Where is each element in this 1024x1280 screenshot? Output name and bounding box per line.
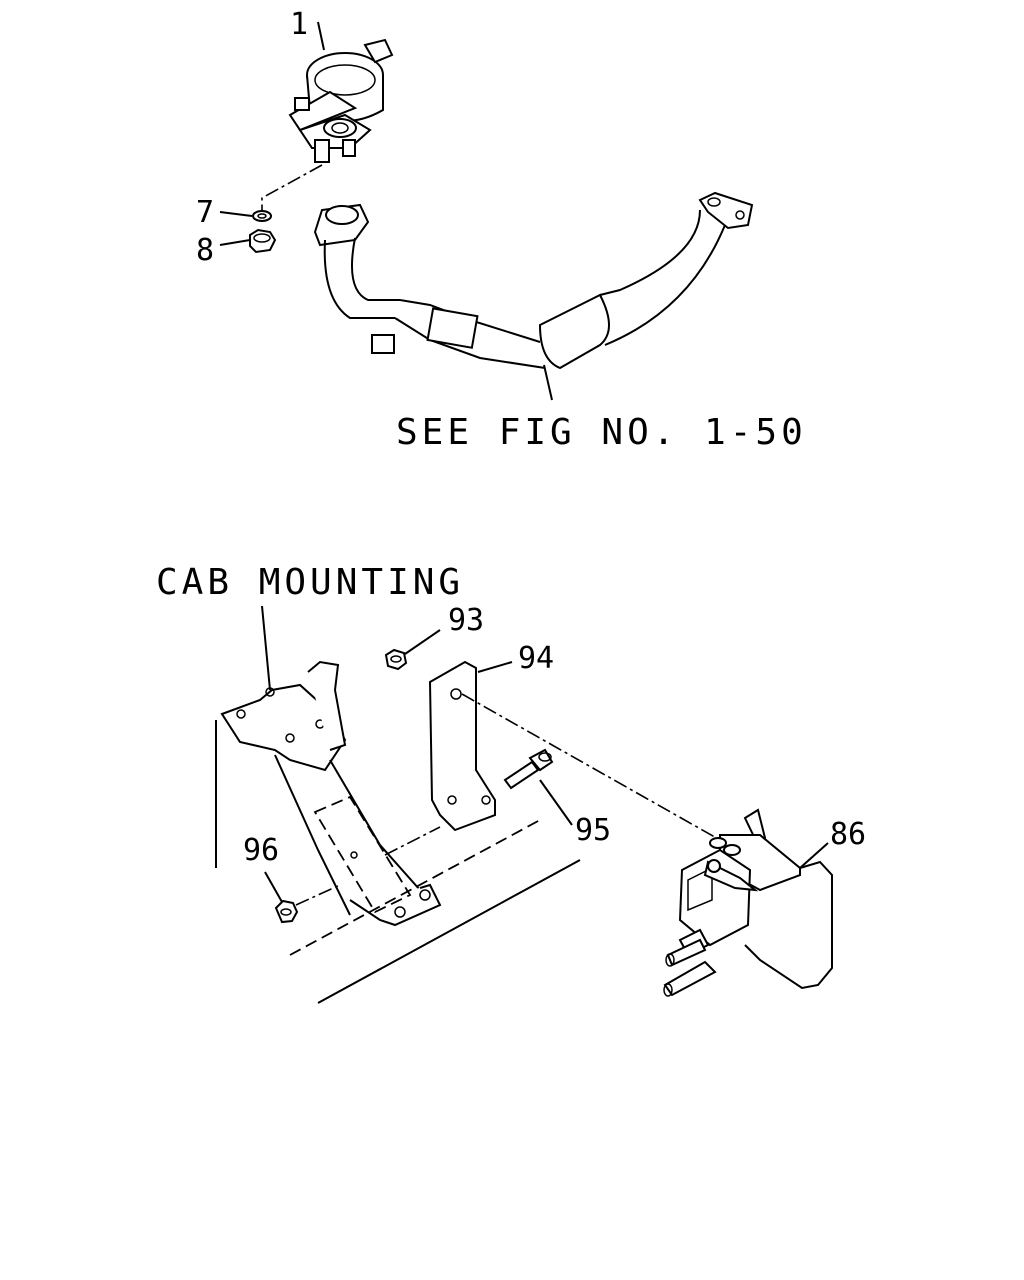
axis-96: [295, 884, 341, 906]
part-93-nut: [384, 648, 408, 671]
see-fig-note: SEE FIG NO. 1-50: [396, 412, 807, 453]
leader-cab-mounting: [261, 605, 271, 691]
leader-93: [404, 629, 441, 655]
part-8-nut: [249, 228, 277, 254]
leader-7: [219, 211, 253, 217]
callout-94: 94: [518, 641, 554, 676]
callout-86: 86: [830, 817, 866, 852]
leader-1: [317, 21, 325, 51]
callout-8: 8: [196, 233, 214, 268]
part-7-washer: [252, 210, 272, 222]
part-96-nut: [274, 899, 299, 924]
cab-mounting-bracket: [220, 660, 442, 927]
callout-96: 96: [243, 833, 279, 868]
part-94-bracket: [428, 660, 496, 832]
callout-95: 95: [575, 813, 611, 848]
cab-mounting-label: CAB MOUNTING: [156, 562, 464, 603]
leader-96: [264, 871, 283, 903]
leader-95: [539, 779, 573, 826]
callout-93: 93: [448, 603, 484, 638]
stud-axis: [261, 164, 323, 212]
leader-94: [477, 661, 513, 673]
axis-bracket: [384, 826, 441, 856]
frame-line-lower: [317, 859, 581, 1004]
part-86-module: [663, 808, 833, 997]
leader-86: [799, 842, 829, 869]
callout-1: 1: [290, 7, 308, 42]
callout-7: 7: [196, 195, 214, 230]
frame-line-dashed: [289, 819, 541, 956]
exhaust-pipe: [313, 191, 754, 370]
leader-see-fig: [543, 364, 553, 401]
leader-8: [219, 239, 251, 246]
part-1-actuator: [288, 38, 394, 163]
part-95-bolt: [503, 748, 554, 790]
